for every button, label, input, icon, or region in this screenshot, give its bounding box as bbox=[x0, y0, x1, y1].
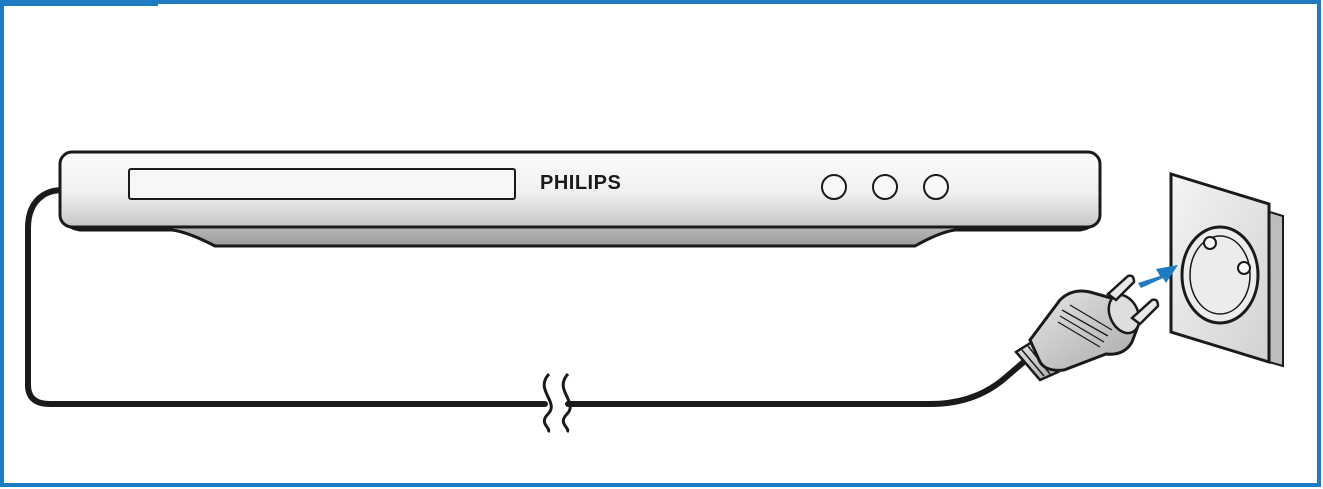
insert-arrow bbox=[1138, 265, 1178, 288]
plug-grip-1 bbox=[1061, 309, 1109, 337]
plug-rib-1 bbox=[1021, 349, 1045, 377]
front-buttons bbox=[821, 174, 949, 200]
outlet-socket bbox=[1180, 225, 1260, 325]
dvd-player: PHILIPS bbox=[58, 150, 1102, 248]
power-cable-icon bbox=[25, 187, 1029, 407]
plug-grip-4 bbox=[1069, 304, 1113, 331]
outlet-socket-rim bbox=[1189, 235, 1251, 315]
cable-break-icon bbox=[542, 372, 572, 434]
outlet-hole-right bbox=[1237, 261, 1251, 275]
plug-grip-3 bbox=[1057, 321, 1101, 348]
wall-outlet-icon bbox=[1169, 171, 1284, 368]
frame-corner-tab bbox=[0, 0, 158, 6]
plug-prong-upper bbox=[1106, 274, 1136, 302]
power-plug-icon bbox=[1014, 274, 1160, 382]
power-cable bbox=[25, 187, 1029, 407]
brand-logo: PHILIPS bbox=[540, 172, 621, 194]
plug-grip-2 bbox=[1059, 315, 1105, 343]
plug-prong-lower bbox=[1130, 298, 1160, 326]
front-button-3 bbox=[923, 174, 949, 200]
insert-arrow-icon bbox=[1138, 265, 1178, 288]
outlet-hole-left bbox=[1203, 236, 1217, 250]
front-button-1 bbox=[821, 174, 847, 200]
front-button-2 bbox=[872, 174, 898, 200]
disc-tray-slot bbox=[128, 168, 516, 200]
